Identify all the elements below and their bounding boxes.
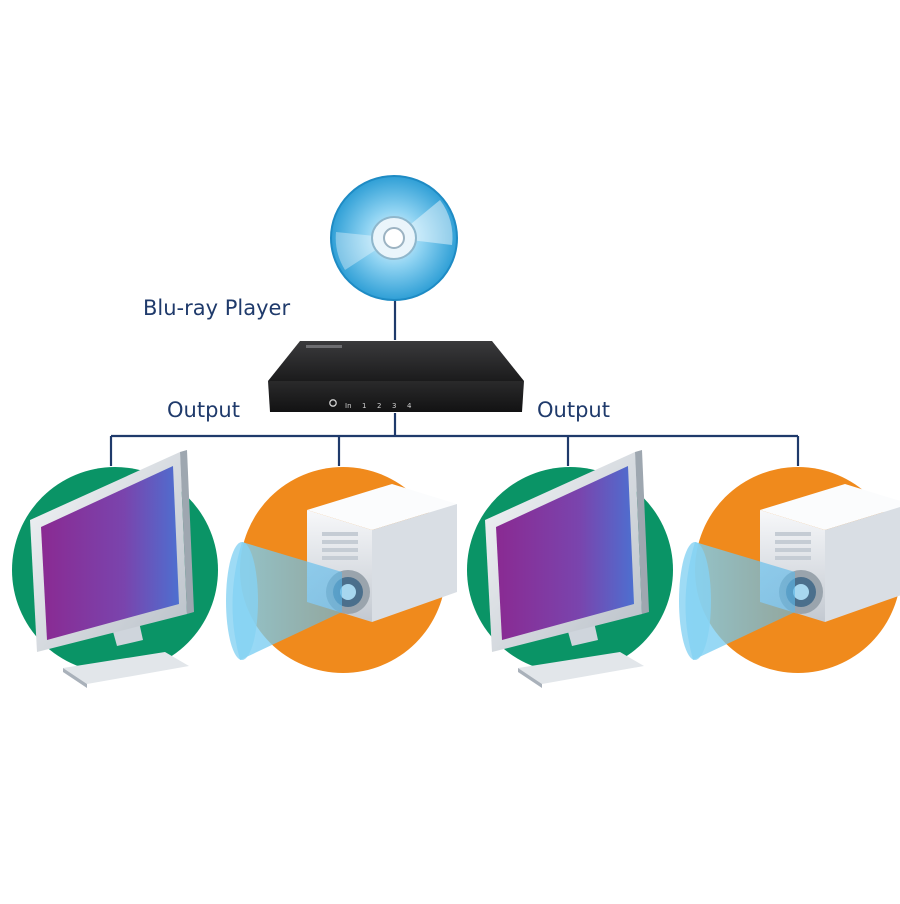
port-number-1: 1 (362, 402, 366, 410)
source-label: Blu-ray Player (143, 296, 291, 320)
input-marker: In (345, 402, 352, 410)
blu-ray-disc-icon (330, 175, 458, 301)
connector-lines (109, 300, 800, 466)
port-number-2: 2 (377, 402, 381, 410)
output-device-2 (226, 467, 457, 673)
port-number-3: 3 (392, 402, 396, 410)
output-device-4 (679, 467, 900, 673)
output-label-left: Output (167, 398, 240, 422)
hdmi-splitter-box: In 1 2 3 4 (268, 341, 524, 412)
output-device-1 (12, 450, 218, 688)
output-label-right: Output (537, 398, 610, 422)
output-device-3 (467, 450, 673, 688)
brand-label (306, 345, 342, 348)
power-icon (329, 399, 337, 407)
port-number-4: 4 (407, 402, 412, 410)
